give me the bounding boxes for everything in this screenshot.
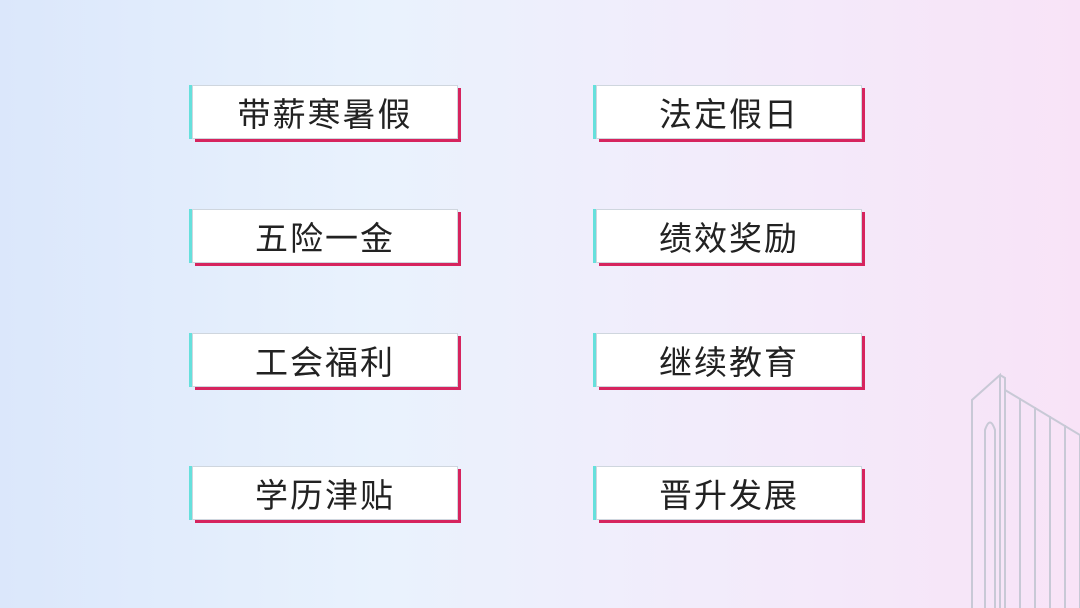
card-label: 绩效奖励 — [659, 219, 799, 258]
card-label: 继续教育 — [659, 343, 799, 382]
card-label: 带薪寒暑假 — [237, 95, 413, 134]
card-degree-allowance: 学历津贴 — [192, 466, 458, 520]
building-outline-icon — [971, 372, 1080, 608]
card-continuing-education: 继续教育 — [596, 333, 862, 387]
card-label: 晋升发展 — [659, 476, 799, 515]
card-label: 学历津贴 — [255, 476, 395, 515]
card-union-welfare: 工会福利 — [192, 333, 458, 387]
card-label: 五险一金 — [255, 219, 395, 258]
card-label: 法定假日 — [659, 95, 799, 134]
card-paid-vacation: 带薪寒暑假 — [192, 85, 458, 139]
card-performance-bonus: 绩效奖励 — [596, 209, 862, 263]
card-promotion: 晋升发展 — [596, 466, 862, 520]
card-social-insurance: 五险一金 — [192, 209, 458, 263]
card-label: 工会福利 — [255, 343, 395, 382]
card-public-holidays: 法定假日 — [596, 85, 862, 139]
